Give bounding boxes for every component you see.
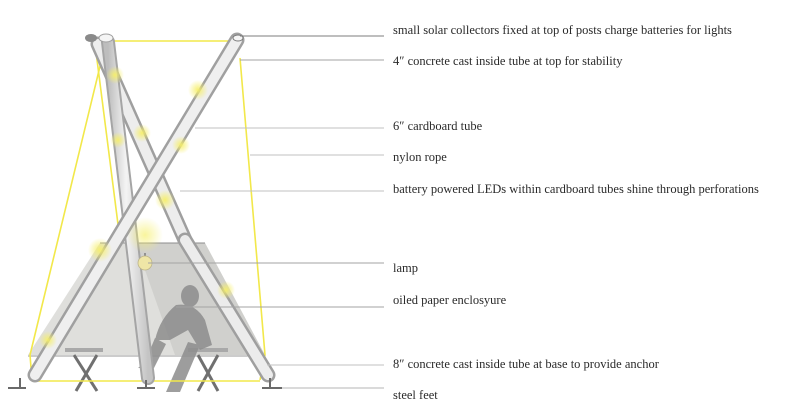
label-oiled-paper-enclosure: oiled paper enclosyure bbox=[393, 293, 507, 307]
seated-person-figure bbox=[138, 285, 212, 392]
leader-lines bbox=[148, 35, 384, 389]
label-steel-feet: steel feet bbox=[393, 388, 438, 402]
label-nylon-rope: nylon rope bbox=[393, 150, 447, 164]
label-lamp: lamp bbox=[393, 261, 418, 275]
led-lights bbox=[39, 66, 235, 349]
label-battery-leds: battery powered LEDs within cardboard tu… bbox=[393, 182, 759, 196]
label-solar-collectors: small solar collectors fixed at top of p… bbox=[393, 23, 732, 37]
label-cardboard-tube: 6″ cardboard tube bbox=[393, 119, 483, 133]
steel-feet bbox=[8, 378, 282, 389]
label-base-concrete: 8″ concrete cast inside tube at base to … bbox=[393, 357, 659, 371]
label-top-concrete: 4″ concrete cast inside tube at top for … bbox=[393, 54, 623, 68]
stool-left bbox=[65, 348, 103, 392]
